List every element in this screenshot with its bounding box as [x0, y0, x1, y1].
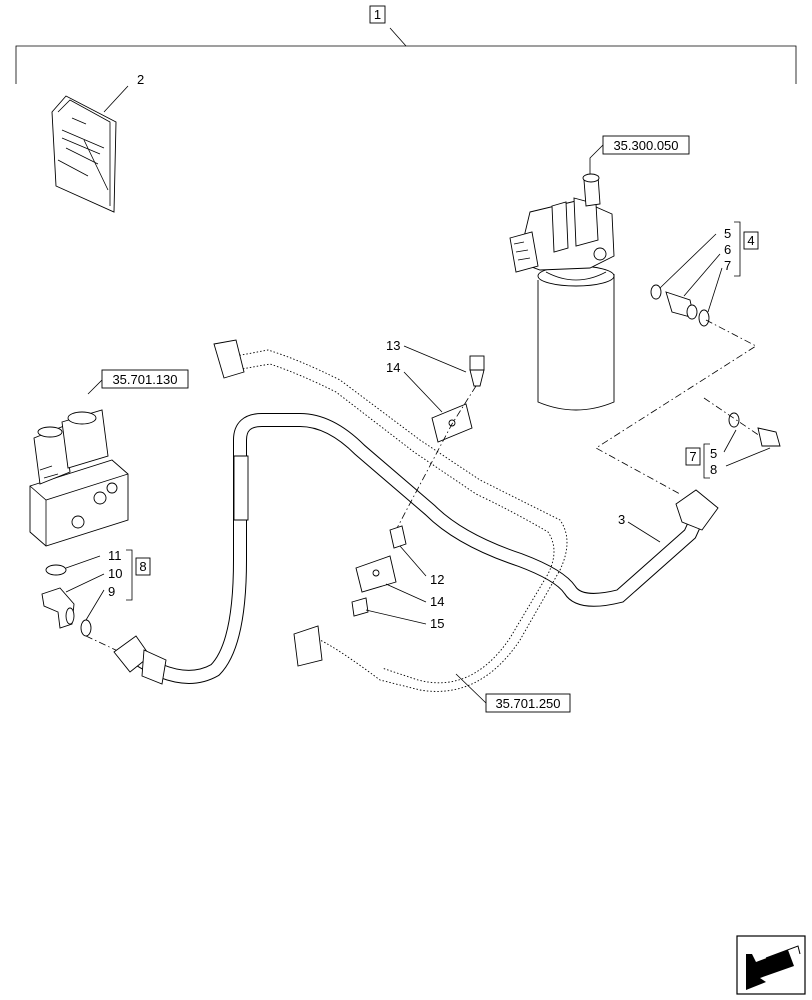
lower-clamp-group: 12 14 15	[351, 525, 444, 631]
hose-assembly: 3	[113, 413, 719, 685]
callout-14b: 14	[430, 594, 444, 609]
callout-11: 11	[108, 548, 122, 563]
filter-fitting-group: 5 6 7 4	[595, 221, 759, 495]
ref-valve: 35.701.130	[112, 372, 177, 387]
callout-9: 9	[108, 584, 115, 599]
callout-8b: 8	[139, 559, 146, 574]
instruction-leaflet-icon: 2	[51, 72, 144, 213]
valve-block: 35.701.130	[29, 369, 189, 547]
plug-group: 5 8 7	[685, 397, 781, 479]
callout-13: 13	[386, 338, 400, 353]
elbow-fitting-group: 11 10 9 8	[41, 548, 151, 653]
reference-hose-outline: 35.701.250	[213, 339, 571, 713]
filter-assembly: 35.300.050	[509, 135, 690, 411]
callout-6: 6	[724, 242, 731, 257]
callout-5a: 5	[724, 226, 731, 241]
callout-7a: 7	[724, 258, 731, 273]
callout-12: 12	[430, 572, 444, 587]
callout-2: 2	[137, 72, 144, 87]
callout-10: 10	[108, 566, 122, 581]
callout-7b: 7	[689, 449, 696, 464]
next-page-arrow-icon[interactable]	[736, 935, 806, 995]
ref-hose: 35.701.250	[495, 696, 560, 711]
kit-bracket: 1	[15, 5, 797, 84]
callout-15: 15	[430, 616, 444, 631]
clamp-bolt-group: 13 14	[386, 338, 485, 531]
ref-filter: 35.300.050	[613, 138, 678, 153]
callout-4: 4	[747, 233, 754, 248]
callout-14a: 14	[386, 360, 400, 375]
callout-3: 3	[618, 512, 625, 527]
callout-1: 1	[374, 7, 381, 22]
callout-5b: 5	[710, 446, 717, 461]
callout-8a: 8	[710, 462, 717, 477]
